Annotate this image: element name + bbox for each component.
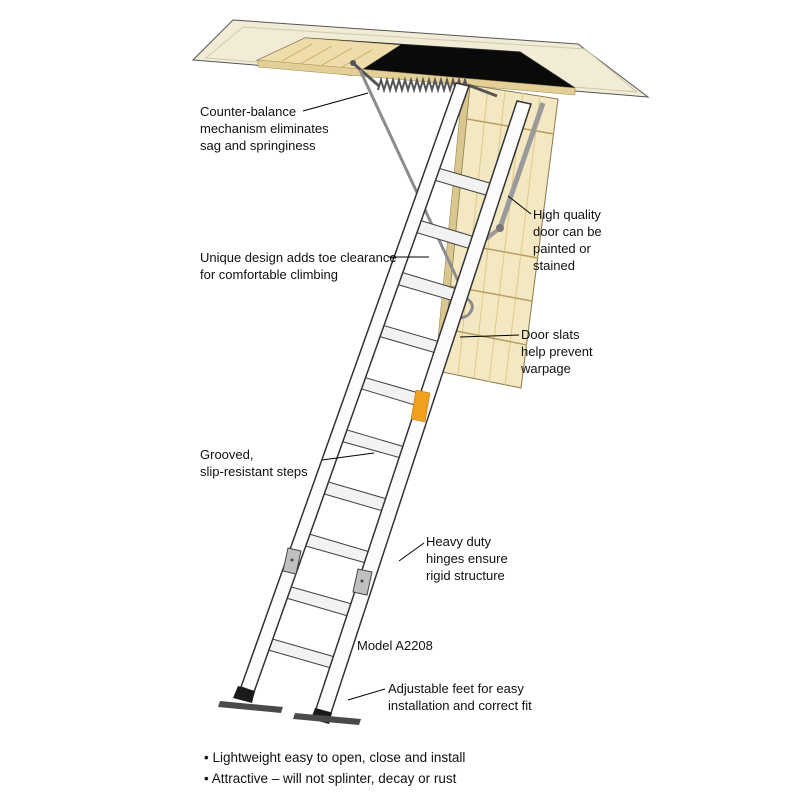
floor-shadow-right — [293, 713, 361, 725]
spring-link-left — [353, 62, 380, 88]
callout-door-quality: High quality door can be painted or stai… — [533, 207, 602, 273]
ceiling-panel — [191, 19, 650, 98]
opening-near-edge — [257, 59, 576, 96]
feature-bullet: Lightweight easy to open, close and inst… — [204, 750, 465, 765]
leader-feet — [347, 688, 386, 701]
callout-door-slats: Door slats help prevent warpage — [521, 327, 593, 376]
floor-shadow-left — [218, 701, 283, 713]
ladder-steps — [257, 165, 494, 669]
opening-wood-frame — [257, 37, 576, 96]
counterbalance-spring — [377, 76, 469, 94]
warning-label — [410, 389, 431, 423]
leader-lines — [302, 92, 532, 701]
feature-bullet: Attractive – will not splinter, decay or… — [204, 771, 465, 786]
callout-steps: Grooved, slip-resistant steps — [200, 447, 308, 479]
callout-counter-balance: Counter-balance mechanism eliminates sag… — [200, 104, 329, 153]
ladder — [218, 82, 532, 725]
hinge-pin — [290, 558, 294, 562]
hinge-pin — [360, 579, 364, 583]
leader-door-quality — [507, 195, 532, 215]
power-arm — [497, 102, 546, 229]
counterbalance-mechanism — [350, 60, 546, 319]
ladder-foot-left — [233, 686, 255, 703]
leader-steps — [321, 452, 375, 461]
pull-rod — [358, 69, 468, 299]
wood-grain-line — [341, 49, 373, 68]
wood-grain-line — [321, 47, 353, 66]
leader-counter-balance — [302, 92, 369, 112]
arm-pivot — [496, 224, 504, 232]
callout-toe-clearance: Unique design adds toe clearance for com… — [200, 250, 397, 282]
leader-hinges — [398, 542, 425, 562]
wood-frame-face — [257, 37, 401, 77]
callout-hinges: Heavy duty hinges ensure rigid structure — [426, 534, 508, 583]
spring-link-right — [467, 83, 498, 98]
callout-feet: Adjustable feet for easy installation an… — [388, 681, 532, 713]
model-label: Model A2208 — [357, 638, 433, 653]
leader-door-slats — [459, 334, 520, 338]
feature-bullets: Lightweight easy to open, close and inst… — [204, 750, 466, 792]
wood-grain-line — [281, 43, 313, 62]
ceiling-trim-line — [204, 26, 639, 93]
wood-grain-line — [301, 45, 333, 64]
